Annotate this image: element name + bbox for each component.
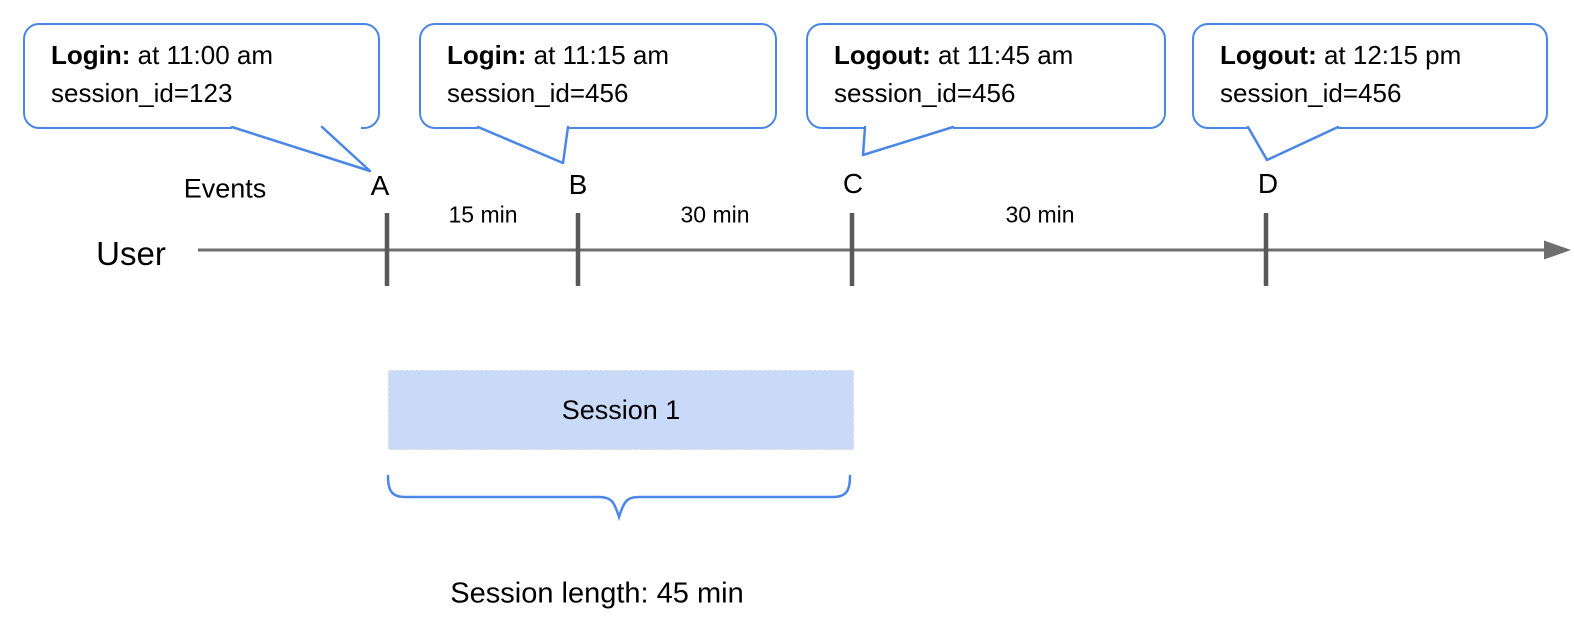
interval-label-bc: 30 min: [680, 201, 750, 228]
callout-logout-c: Logout: at 11:45 am session_id=456: [806, 23, 1166, 129]
callout-tail-d: [1246, 125, 1340, 162]
callout-tail-b: [476, 125, 570, 165]
events-row-label: Events: [183, 173, 267, 204]
session-id-label: session_id=456: [447, 78, 629, 108]
event-type-label: Login:: [447, 40, 527, 70]
callout-tail-c: [861, 125, 955, 157]
event-time-label: at 12:15 pm: [1316, 40, 1462, 70]
event-time-label: at 11:00 am: [130, 40, 274, 70]
callout-login-a: Login: at 11:00 am session_id=123: [23, 23, 380, 129]
event-type-label: Logout:: [834, 40, 931, 70]
interval-label-ab: 15 min: [448, 201, 518, 228]
session-id-label: session_id=123: [51, 78, 233, 108]
event-marker-a: A: [370, 170, 390, 201]
timeline-arrowhead-icon: [1544, 240, 1571, 260]
event-marker-c: C: [842, 168, 864, 199]
session-id-label: session_id=456: [1220, 78, 1402, 108]
interval-label-cd: 30 min: [1005, 201, 1075, 228]
session-length-label: Session length: 45 min: [450, 577, 744, 610]
event-type-label: Login:: [51, 40, 131, 70]
session-1-box: Session 1: [388, 370, 854, 450]
user-axis-label: User: [96, 235, 166, 272]
callout-logout-d: Logout: at 12:15 pm session_id=456: [1192, 23, 1548, 129]
event-marker-d: D: [1257, 168, 1279, 199]
callout-tail-a: [230, 125, 372, 173]
session-box-label: Session 1: [561, 394, 681, 425]
callout-login-b: Login: at 11:15 am session_id=456: [419, 23, 777, 129]
session-brace: [386, 474, 852, 522]
event-marker-b: B: [568, 169, 588, 200]
event-time-label: at 11:15 am: [526, 40, 670, 70]
session-id-label: session_id=456: [834, 78, 1016, 108]
event-time-label: at 11:45 am: [930, 40, 1074, 70]
event-type-label: Logout:: [1220, 40, 1317, 70]
